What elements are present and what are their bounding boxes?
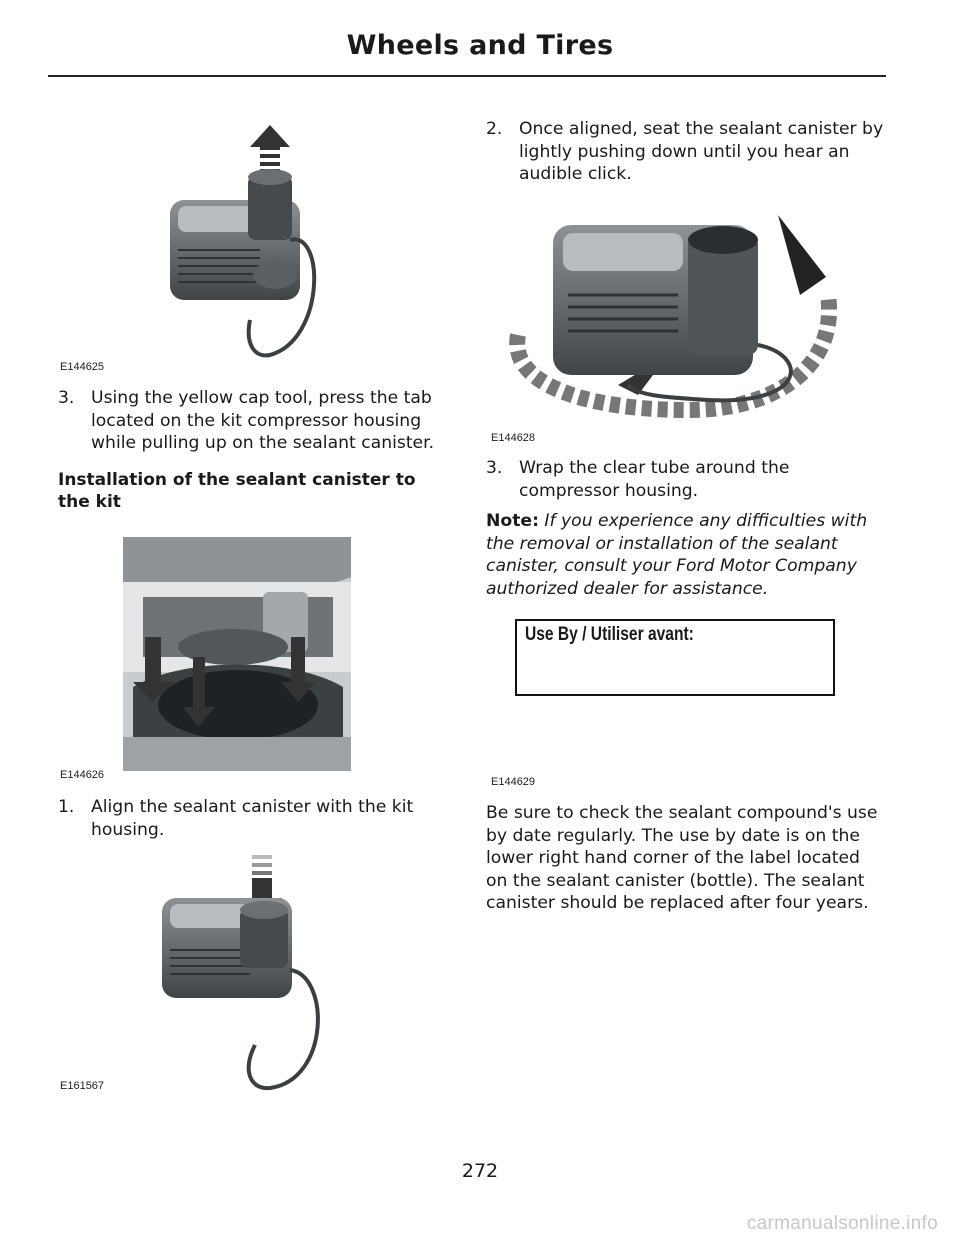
- header-divider: [48, 75, 886, 77]
- figure-code: E144628: [491, 432, 536, 444]
- section-heading: Installation of the sealant canister to …: [58, 470, 416, 512]
- figure-code: E144626: [60, 769, 105, 781]
- note: Note: If you experience any difficulties…: [486, 510, 881, 600]
- body-paragraph: Be sure to check the sealant compound's …: [486, 803, 878, 913]
- page-title: Wheels and Tires: [346, 30, 614, 61]
- step-text: Wrap the clear tube around the compresso…: [519, 458, 790, 501]
- step-text: Using the yellow cap tool, press the tab…: [91, 388, 435, 453]
- page-number: 272: [461, 1160, 499, 1182]
- figure-canister-removal: [150, 120, 350, 370]
- step-number: 3.: [58, 388, 75, 408]
- figure-use-by-label: Use By / Utiliser avant:: [515, 619, 835, 696]
- figure-canister-seated: [150, 850, 350, 1095]
- up-arrow-icon: [250, 125, 290, 178]
- step-text: Once aligned, seat the sealant canister …: [519, 119, 884, 184]
- figure-wrap-tube: [508, 205, 838, 420]
- step-number: 1.: [58, 797, 75, 817]
- step-number: 2.: [486, 119, 503, 139]
- label-text: Use By / Utiliser avant:: [525, 624, 694, 645]
- figure-code: E144625: [60, 361, 105, 373]
- note-text: If you experience any difficulties with …: [486, 511, 868, 599]
- step-text: Align the sealant canister with the kit …: [91, 797, 414, 840]
- step-number: 3.: [486, 458, 503, 478]
- figure-canister-alignment: [123, 537, 351, 771]
- figure-code: E161567: [60, 1080, 105, 1092]
- note-label: Note:: [486, 511, 539, 531]
- watermark: carmanualsonline.info: [746, 1213, 938, 1234]
- down-arrow-icon: [133, 637, 315, 727]
- figure-code: E144629: [491, 776, 536, 788]
